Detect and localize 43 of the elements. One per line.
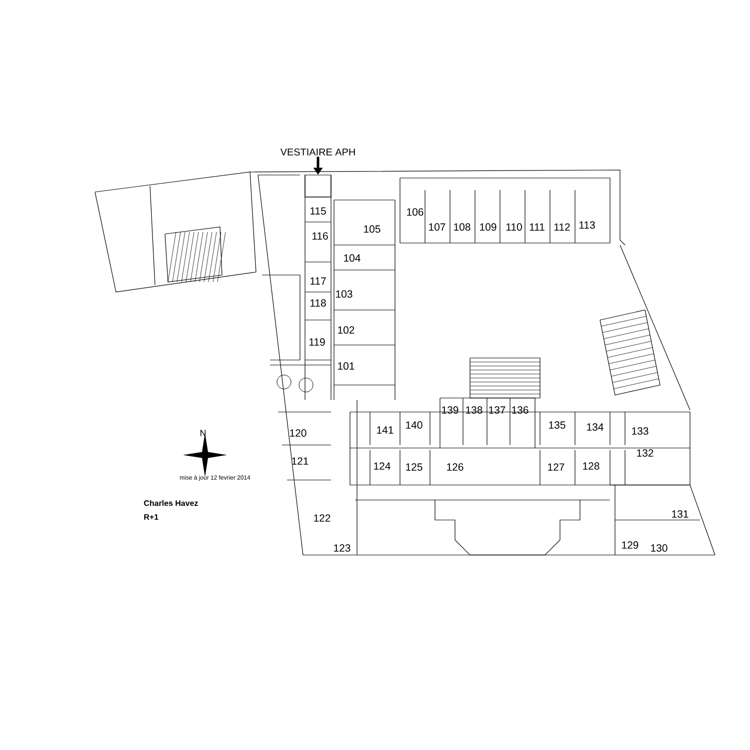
room-number: 102 [338,326,354,334]
room-number: 136 [512,406,528,414]
room-number: 116 [312,232,328,240]
room-number: 103 [336,290,352,298]
room-number: 138 [466,406,482,414]
room-number: 110 [506,223,522,231]
room-number: 129 [622,541,638,549]
room-number: 112 [554,223,570,231]
room-number: 115 [310,207,326,215]
room-number: 122 [314,514,330,522]
room-number: 106 [407,208,424,216]
room-number: 117 [310,277,326,285]
room-number: 133 [632,427,648,435]
room-number: 120 [290,429,306,437]
room-number: 140 [406,421,422,429]
room-number: 130 [651,544,668,552]
room-number: 119 [309,338,325,346]
room-number: 105 [364,225,380,233]
room-number: 101 [338,362,354,370]
room-number: 109 [480,223,496,231]
room-number: 134 [587,423,604,431]
room-outline [304,174,332,198]
room-number: 125 [406,463,422,471]
room-number: 131 [672,510,688,518]
room-number: 135 [549,421,566,429]
room-number: 123 [334,544,350,552]
compass-letter: N [200,430,206,436]
room-number: 126 [447,463,464,471]
text-label: VESTIAIRE APH [280,148,355,156]
room-number: 139 [442,406,458,414]
room-number: 137 [489,406,506,414]
room-number: 127 [548,463,564,471]
room-number: 132 [637,449,654,457]
room-number: 107 [429,223,446,231]
room-number: 108 [454,223,470,231]
room-number: 124 [374,462,390,470]
room-number: 104 [344,254,360,262]
room-number: 118 [310,299,326,307]
room-number: 121 [292,457,308,465]
room-number: 113 [579,221,595,229]
room-number: 128 [583,462,600,470]
room-number: 141 [377,426,394,434]
room-number: 111 [530,223,544,231]
